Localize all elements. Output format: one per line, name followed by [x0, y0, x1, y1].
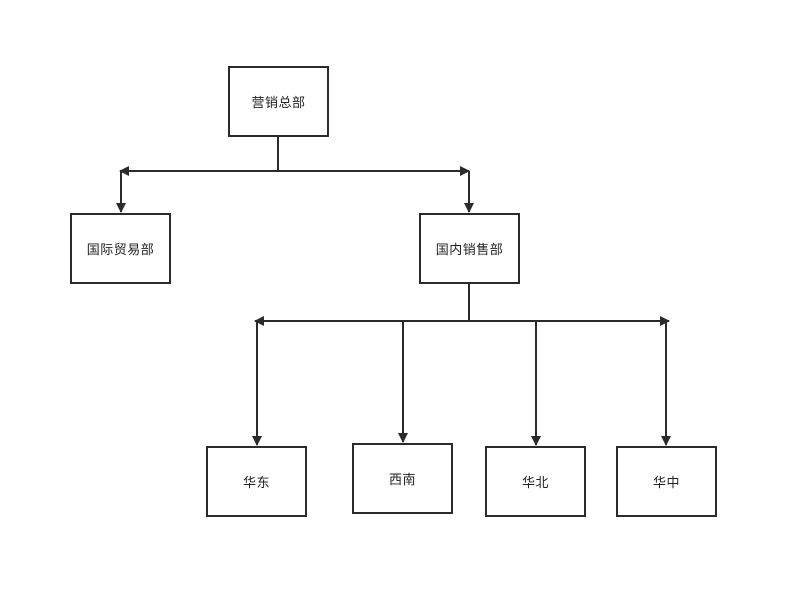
node-international-trade: 国际贸易部 [70, 213, 171, 284]
node-southwest: 西南 [352, 443, 453, 514]
node-label: 国际贸易部 [86, 243, 155, 258]
node-label: 国内销售部 [435, 243, 504, 258]
node-label: 华北 [521, 476, 549, 491]
node-label: 西南 [388, 473, 416, 488]
node-domestic-sales: 国内销售部 [419, 213, 520, 284]
node-label: 营销总部 [251, 96, 306, 111]
node-east-china: 华东 [206, 446, 307, 517]
node-north-china: 华北 [485, 446, 586, 517]
node-label: 华中 [652, 476, 680, 491]
node-label: 华东 [242, 476, 270, 491]
node-central-china: 华中 [616, 446, 717, 517]
node-marketing-hq: 营销总部 [228, 66, 329, 137]
